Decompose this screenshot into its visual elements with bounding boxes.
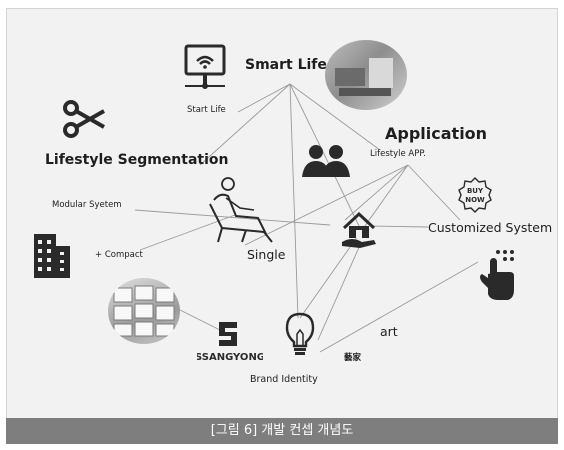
art-hanja-label: 藝家 [344,353,362,363]
single-label: Single [247,247,286,262]
modular-system-label: Modular Syetem [52,200,122,210]
start-life-label: Start Life [187,105,226,115]
figure-caption: [그림 6] 개발 컨셉 개념도 [6,418,558,444]
buy-now-badge-icon: BUY NOW [456,176,494,218]
living-room-photo [325,40,407,110]
lightbulb-icon [285,312,315,362]
ssangyong-logo: SSANGYONG [195,318,265,368]
scissors-icon [62,99,106,143]
brand-identity-label: Brand Identity [250,374,318,385]
smart-life-label: Smart Life [245,57,327,73]
diagram-panel [6,8,558,444]
svg-text:SSANGYONG: SSANGYONG [197,352,263,363]
building-icon [30,228,72,282]
wifi-monitor-icon [183,44,227,96]
touch-hand-icon [478,248,518,304]
house-hand-icon [340,210,378,254]
lifestyle-app-label: Lifestyle APP. [370,149,426,159]
compact-furniture-photo [108,278,180,344]
customized-system-label: Customized System [428,220,553,235]
art-label: art [380,324,398,339]
application-label: Application [385,124,488,143]
svg-text:BUY: BUY [467,187,484,195]
svg-text:NOW: NOW [465,196,485,204]
lifestyle-segmentation-label: Lifestyle Segmentation [45,152,229,168]
lounge-chair-icon [206,176,278,250]
people-icon [300,143,352,181]
compact-label: + Compact [95,250,143,260]
